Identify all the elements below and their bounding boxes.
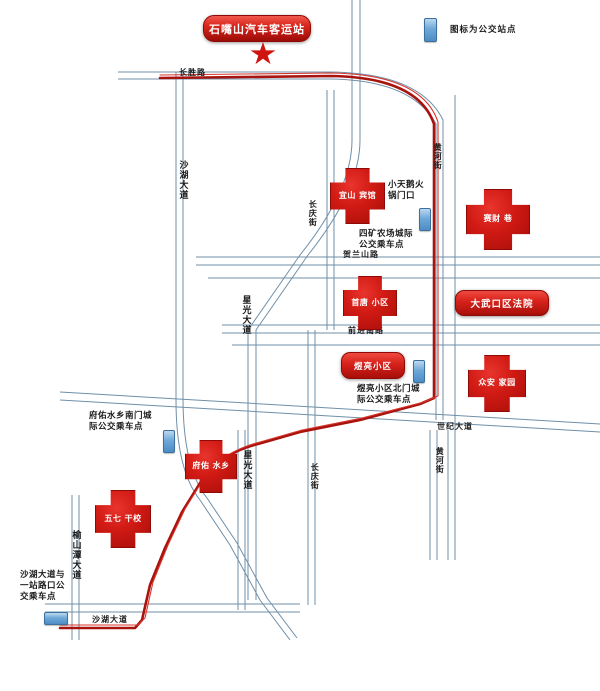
poi-yinshan-jiudian-label: 宜山 宾馆: [338, 190, 377, 200]
legend-label: 图标为公交站点: [450, 25, 517, 35]
road-label-xingguang-dadao-south: 星光大道: [241, 450, 252, 490]
station-title-plaque[interactable]: 石嘴山汽车客运站: [203, 15, 311, 42]
poi-dawukou-fayuan[interactable]: 大武口区法院: [455, 290, 549, 316]
bus-stop-label-sikuang-nongchang: 四矿农场城际 公交乘车点: [359, 229, 414, 250]
annotation-xiaotian-huoguo: 小天鹅火 锅门口: [388, 180, 425, 201]
legend-bus-stop-icon: [424, 18, 437, 42]
poi-wuqi-ganxiao-label: 五七 干校: [104, 513, 142, 523]
road-label-yushantan-dadao: 榆山潭大道: [70, 530, 81, 580]
road-label-xingguang-dadao: 星光大道: [240, 295, 251, 335]
poi-fuyou-shuixiang-label: 府佑 水乡: [192, 461, 230, 471]
bus-stop-icon-shahu-yizhan[interactable]: [44, 612, 68, 625]
road-label-shahu-dadao-south: 沙湖大道: [92, 615, 128, 624]
poi-yuliang-xiaoqu[interactable]: 煜亮小区: [341, 352, 405, 379]
poi-saicai-xiang-label: 赛财 巷: [483, 214, 513, 224]
bus-stop-icon-fuyou-nanmen[interactable]: [163, 430, 175, 453]
road-label-shiji-dadao: 世纪大道: [437, 422, 473, 431]
road-label-changqing-jie-south: 长庆街: [310, 463, 320, 490]
bus-stop-label-fuyou-nanmen: 府佑水乡南门城 际公交乘车点: [89, 411, 153, 432]
poi-shoutang-xiaoqu-label: 首唐 小区: [351, 297, 389, 307]
bus-stop-icon-sikuang-nongchang[interactable]: [419, 208, 431, 231]
road-label-helanshan-lu: 贺兰山路: [343, 250, 379, 259]
road-label-changqing-jie-north: 长庆街: [308, 200, 318, 227]
road-label-shahu-dadao: 沙湖大道: [177, 160, 188, 200]
bus-stop-label-yuliang-beimen: 煜亮小区北门城 际公交乘车点: [357, 384, 421, 405]
road-label-huanghe-jie-north: 黄河街: [433, 143, 443, 170]
road-label-huanghe-jie: 黄河街: [435, 447, 445, 474]
road-label-qianjin-nanlu: 前进南路: [348, 326, 384, 335]
bus-stop-label-shahu-yizhan: 沙湖大道与 一站路口公 交乘车点: [20, 570, 66, 602]
road-label-changsheng-lu: 长胜路: [179, 68, 206, 77]
poi-zhongan-jiayuan-label: 众安 家园: [478, 378, 516, 388]
bus-stop-icon-yuliang-beimen[interactable]: [413, 360, 425, 383]
